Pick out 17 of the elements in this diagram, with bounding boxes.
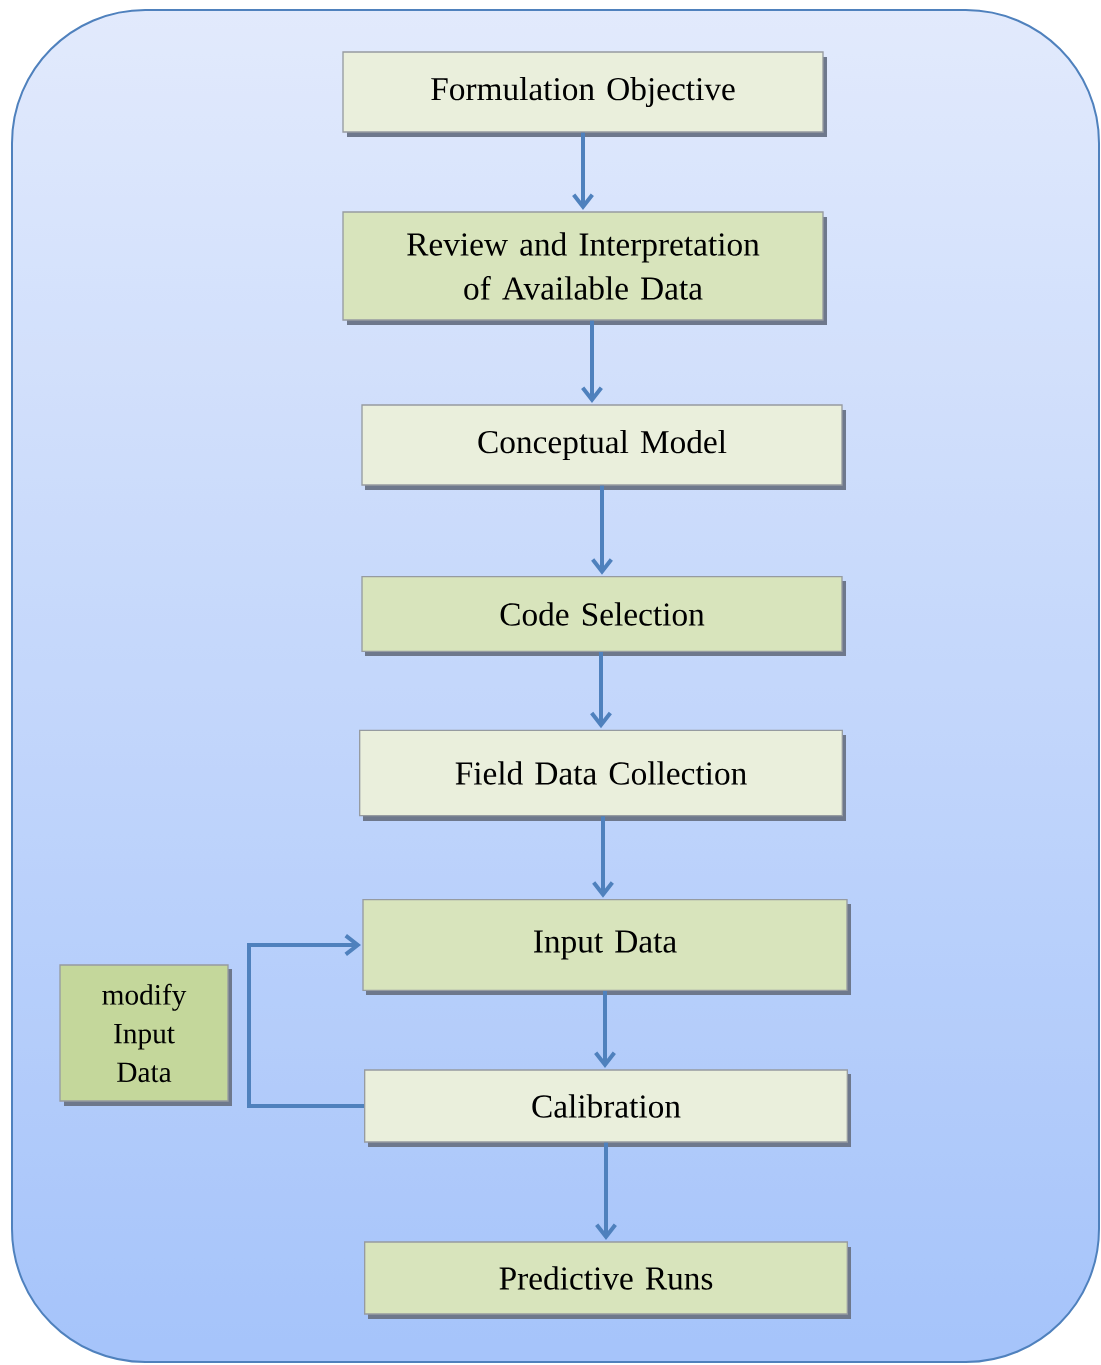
process-box: Input Data (362, 899, 851, 995)
arrow (581, 320, 603, 403)
arrow (594, 991, 616, 1068)
process-box: Predictive Runs (364, 1241, 851, 1319)
process-box: modify Input Data (59, 964, 232, 1106)
process-box: Review and Interpretation of Available Data (342, 211, 827, 325)
arrow (572, 132, 594, 210)
process-box: Formulation Objective (342, 51, 827, 137)
arrow (591, 485, 613, 575)
process-box: Code Selection (361, 576, 846, 656)
arrow (592, 816, 614, 898)
arrow (595, 1142, 617, 1240)
arrow (247, 934, 364, 1108)
process-box: Calibration (364, 1069, 851, 1147)
process-box: Conceptual Model (361, 404, 846, 490)
arrow (590, 652, 612, 729)
process-box: Field Data Collection (359, 729, 846, 821)
